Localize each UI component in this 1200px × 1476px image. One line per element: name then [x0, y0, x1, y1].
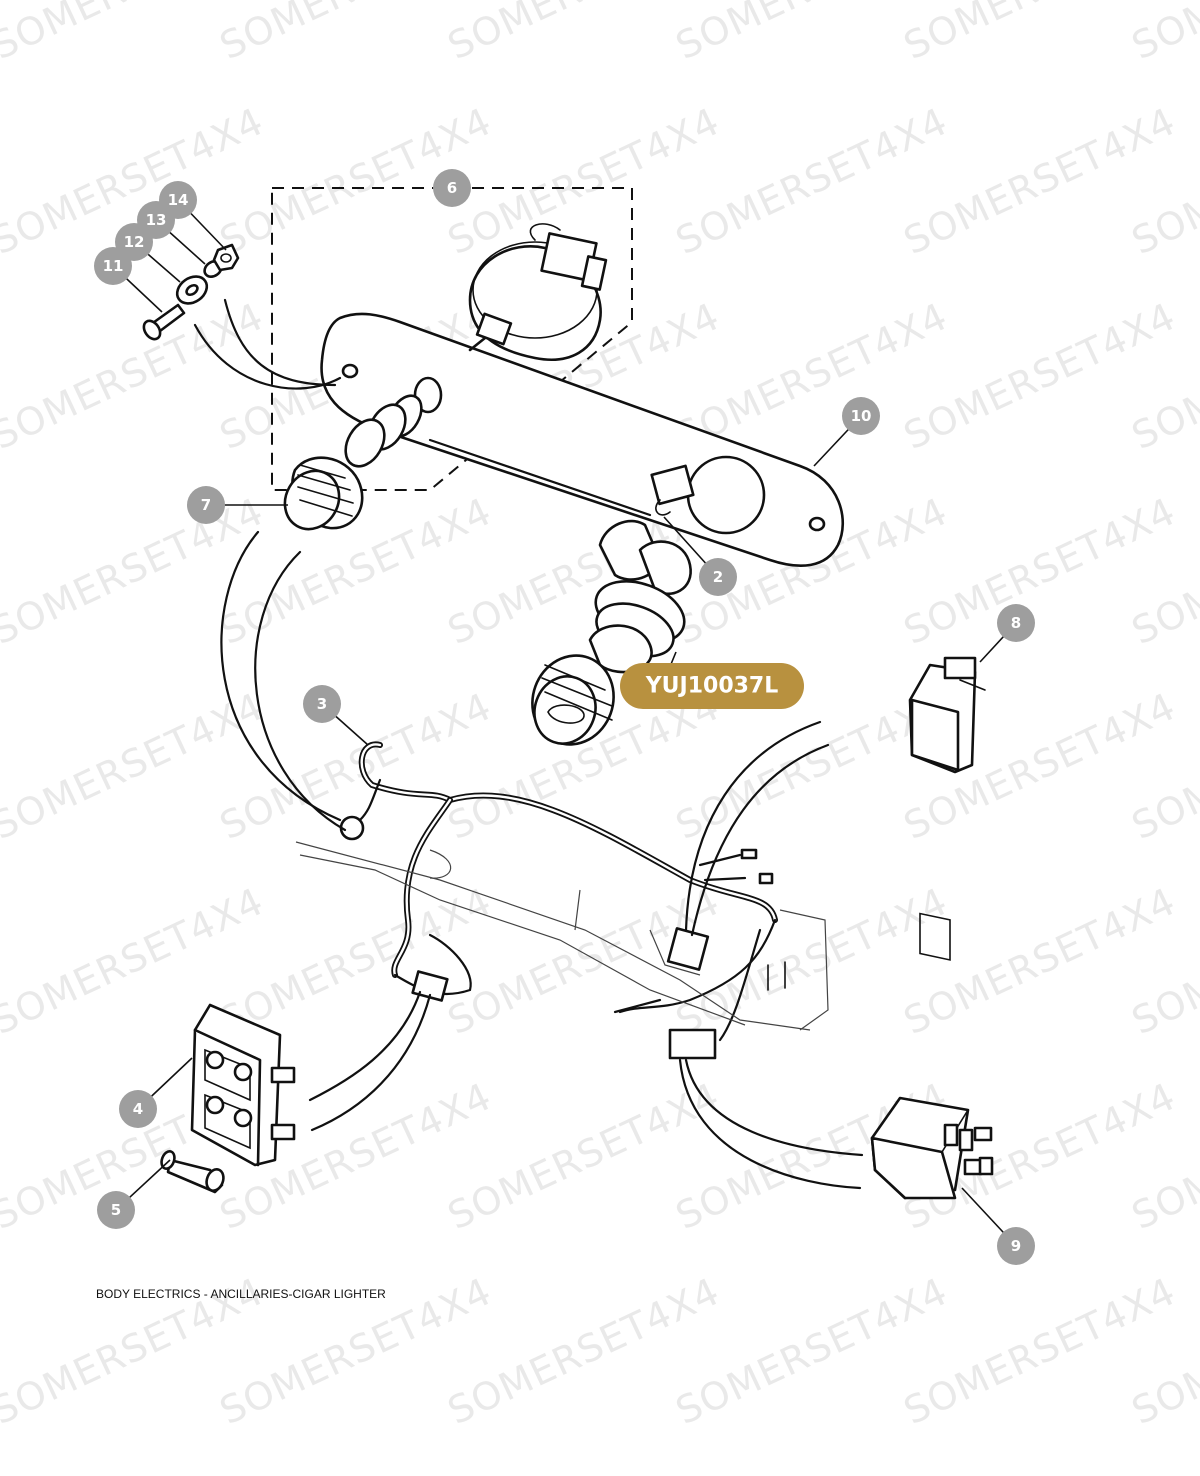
callout-2[interactable]: 2 [699, 558, 737, 596]
rocker-switch[interactable] [908, 656, 986, 961]
mounting-plate[interactable] [320, 312, 845, 567]
watermark-text: SOMERSET4X4 [1125, 0, 1200, 68]
curve-lighter-to-harness-2 [690, 743, 830, 937]
relay[interactable] [870, 1096, 994, 1200]
fixing-hardware[interactable] [141, 243, 240, 342]
vehicle-body-panel [295, 841, 829, 1031]
callout-8-label: 8 [1011, 614, 1021, 632]
callout-11-label: 11 [103, 257, 124, 275]
curve-7-to-harness-2 [254, 550, 347, 832]
switch-assembly[interactable] [468, 223, 608, 361]
curve-relay-to-harness-2 [678, 1058, 862, 1190]
callout-12-label: 12 [124, 233, 145, 251]
callout-2-label: 2 [713, 568, 723, 586]
fuse-box[interactable] [190, 1003, 296, 1167]
callout-10-label: 10 [851, 407, 872, 425]
callout-7[interactable]: 7 [187, 486, 225, 524]
callout-4-label: 4 [133, 1100, 143, 1118]
callout-6-label: 6 [447, 179, 457, 197]
callout-7-label: 7 [201, 496, 211, 514]
callout-9-label: 9 [1011, 1237, 1021, 1255]
callout-5-label: 5 [111, 1201, 121, 1219]
callout-8[interactable]: 8 [997, 604, 1035, 642]
hardware-leader-curve-2 [223, 298, 337, 387]
callout-5[interactable]: 5 [97, 1191, 135, 1229]
fuse[interactable] [159, 1149, 226, 1194]
callout-10[interactable]: 10 [842, 397, 880, 435]
curve-fusebox-to-harness [308, 990, 422, 1102]
highlight-part-badge[interactable]: YUJ10037L [620, 663, 804, 709]
curve-relay-to-harness [684, 1058, 864, 1157]
highlight-part-label: YUJ10037L [645, 674, 779, 699]
curve-lighter-to-harness [684, 720, 822, 932]
lighter-bezel[interactable] [274, 390, 428, 539]
diagram-caption: BODY ELECTRICS - ANCILLARIES-CIGAR LIGHT… [96, 1287, 386, 1301]
callout-4[interactable]: 4 [119, 1090, 157, 1128]
callout-3[interactable]: 3 [303, 685, 341, 723]
cigar-lighter[interactable] [520, 464, 695, 756]
callout-9[interactable]: 9 [997, 1227, 1035, 1265]
callout-11[interactable]: 11 [94, 247, 132, 285]
callout-6[interactable]: 6 [433, 169, 471, 207]
curve-7-to-harness [220, 530, 342, 822]
wiring-harness[interactable] [339, 741, 786, 1060]
callout-3-label: 3 [317, 695, 327, 713]
callout-14-label: 14 [168, 191, 189, 209]
curve-fusebox-to-harness-2 [310, 993, 432, 1132]
callout-13-label: 13 [146, 211, 167, 229]
plate-to-lighter-line [428, 438, 652, 517]
